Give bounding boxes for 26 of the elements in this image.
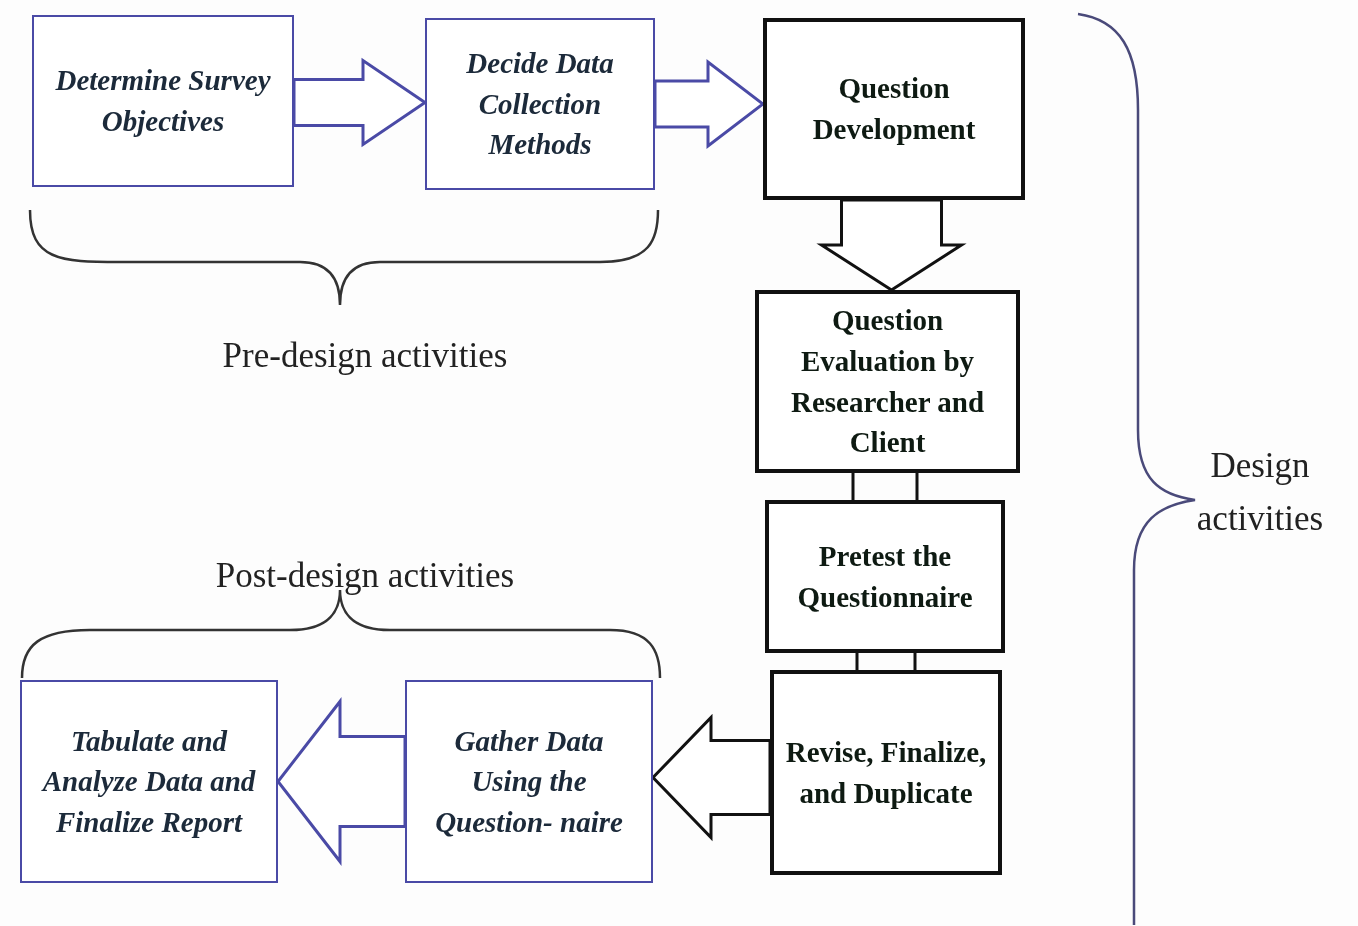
block-arrow [276, 697, 407, 866]
box-label: Determine Survey Objectives [54, 63, 272, 139]
process-box [425, 18, 655, 190]
block-arrow [292, 57, 428, 148]
process-box [20, 680, 278, 883]
box-label: Revise, Finalize, and Duplicate [784, 734, 988, 811]
box-label: Tabulate and Analyze Data and Finalize Report [40, 723, 257, 840]
box-label: Pretest the Questionnaire [796, 538, 974, 615]
box-label: Gather Data Using the Question- naire [434, 723, 624, 840]
box-label: Decide Data Collection Methods [465, 46, 615, 163]
block-arrow [650, 713, 772, 842]
phase-label: Post-design activities [214, 555, 516, 597]
box-label: Question Evaluation by Researcher and Client [789, 303, 985, 461]
phase-label: Pre-design activities [221, 335, 509, 377]
box-label: Question Development [811, 71, 977, 147]
process-box [763, 18, 1025, 200]
process-box [405, 680, 653, 883]
block-arrow [855, 651, 917, 672]
process-box [770, 670, 1002, 875]
process-box [755, 290, 1020, 473]
phase-label: Design activities [1195, 445, 1325, 540]
block-arrow [816, 198, 967, 292]
process-box [765, 500, 1005, 653]
block-arrow [653, 58, 766, 150]
process-box [32, 15, 294, 187]
block-arrow [851, 471, 919, 502]
